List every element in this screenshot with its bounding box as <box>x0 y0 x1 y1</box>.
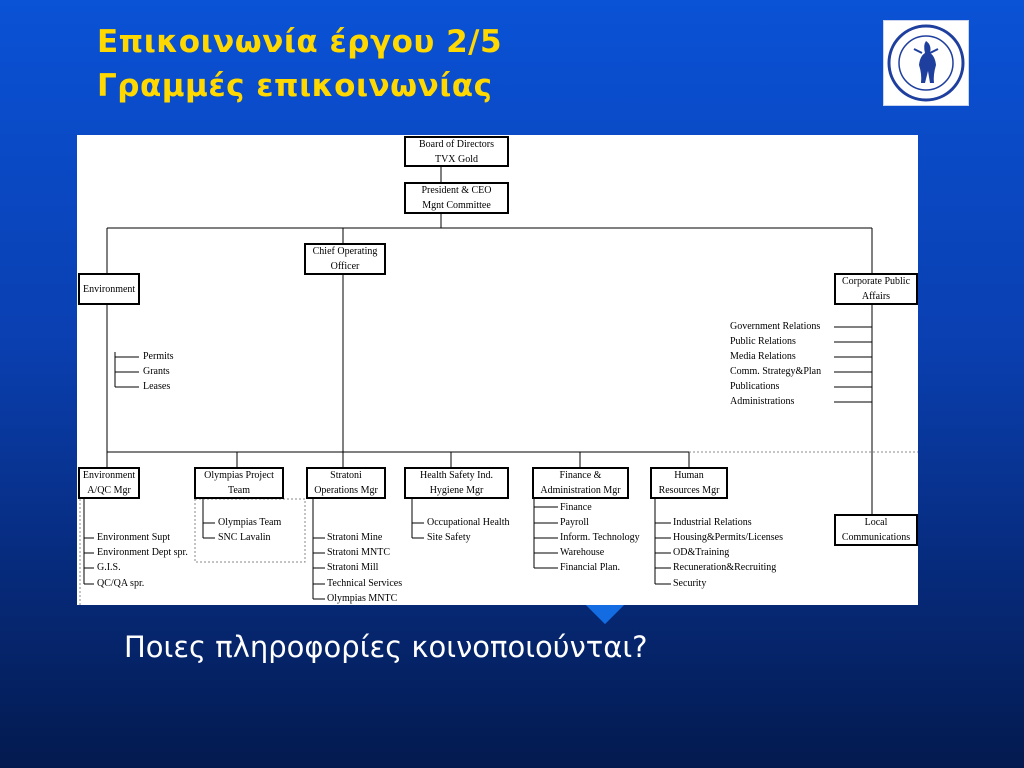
dept-2-line-2: Operations Mgr <box>314 485 378 496</box>
corp-item-comm-strategy: Comm. Strategy&Plan <box>730 366 822 377</box>
slide-title: Επικοινωνία έργου 2/5 Γραμμές επικοινωνί… <box>97 20 502 108</box>
corporate-line-1: Corporate Public <box>841 276 911 287</box>
dept-4-item-0: Finance <box>560 502 592 513</box>
title-line-2: Γραμμές επικοινωνίας <box>97 68 493 104</box>
box-environment: Environment <box>78 273 140 305</box>
env-item-grants: Grants <box>143 366 170 377</box>
corp-item-administrations: Administrations <box>730 396 795 407</box>
dept-2-item-1: Stratoni MNTC <box>327 547 391 558</box>
box-corporate-public-affairs: Corporate Public Affairs <box>834 273 918 305</box>
dept-0-item-1: Environment Dept spr. <box>97 547 188 558</box>
dept-3-line-2: Hygiene Mgr <box>429 485 484 496</box>
coo-line-1: Chief Operating <box>312 246 378 257</box>
box-coo: Chief Operating Officer <box>304 243 386 275</box>
dept-3-item-0: Occupational Health <box>427 517 510 528</box>
corp-item-media-relations: Media Relations <box>730 351 796 362</box>
dept-0-line-1: Environment <box>82 470 136 481</box>
environment-label: Environment <box>83 283 136 295</box>
dept-5-line-1: Human <box>674 470 704 481</box>
box-local-communications: Local Communications <box>834 514 918 546</box>
president-line-1: President & CEO <box>421 185 492 196</box>
university-seal-icon <box>883 20 969 106</box>
corp-item-public-relations: Public Relations <box>730 336 796 347</box>
dept-2-item-2: Stratoni Mill <box>327 562 379 573</box>
corp-item-publications: Publications <box>730 381 780 392</box>
dept-2-item-4: Olympias MNTC <box>327 593 398 604</box>
dept-3-line-1: Health Safety Ind. <box>419 470 494 481</box>
dept-0-item-3: QC/QA spr. <box>97 578 145 589</box>
dept-2-line-1: Stratoni <box>330 470 362 481</box>
dept-2-item-0: Stratoni Mine <box>327 532 383 543</box>
box-dept-health-safety: Health Safety Ind. Hygiene Mgr <box>404 467 509 499</box>
local-line-2: Communications <box>841 532 911 543</box>
dept-5-item-4: Security <box>673 578 707 589</box>
local-line-1: Local <box>864 517 888 528</box>
dept-4-item-2: Inform. Technology <box>560 532 640 543</box>
dept-5-item-0: Industrial Relations <box>673 517 752 528</box>
box-dept-finance-admin: Finance & Administration Mgr <box>532 467 629 499</box>
box-dept-stratoni: Stratoni Operations Mgr <box>306 467 386 499</box>
corporate-line-2: Affairs <box>861 291 891 302</box>
box-dept-environment-aqc: Environment A/QC Mgr <box>78 467 140 499</box>
dept-5-line-2: Resources Mgr <box>658 485 720 496</box>
coo-line-2: Officer <box>330 261 360 272</box>
dept-2-item-3: Technical Services <box>327 578 403 589</box>
box-dept-human-resources: Human Resources Mgr <box>650 467 728 499</box>
dept-5-item-3: Recuneration&Recruiting <box>673 562 777 573</box>
org-chart: Board of Directors TVX Gold President & … <box>77 135 918 605</box>
dept-4-item-1: Payroll <box>560 517 589 528</box>
box-dept-olympias-project: Olympias Project Team <box>194 467 284 499</box>
dept-0-item-2: G.I.S. <box>97 562 121 573</box>
slide-question: Ποιες πληροφορίες κοινοποιούνται? <box>124 630 648 664</box>
dept-4-line-1: Finance & <box>559 470 602 481</box>
dept-1-item-1: SNC Lavalin <box>218 532 271 543</box>
env-item-permits: Permits <box>143 351 174 362</box>
dept-1-item-0: Olympias Team <box>218 517 282 528</box>
dept-1-line-2: Team <box>227 485 251 496</box>
dept-4-item-3: Warehouse <box>560 547 605 558</box>
dept-5-item-1: Housing&Permits/Licenses <box>673 532 783 543</box>
box-board-of-directors: Board of Directors TVX Gold <box>404 136 509 167</box>
env-item-leases: Leases <box>143 381 171 392</box>
dept-5-item-2: OD&Training <box>673 547 730 558</box>
board-line-1: Board of Directors <box>419 138 494 150</box>
president-line-2: Mgnt Committee <box>422 200 491 211</box>
dept-1-line-1: Olympias Project <box>204 470 274 481</box>
dept-0-item-0: Environment Supt <box>97 532 171 543</box>
corp-item-government-relations: Government Relations <box>730 321 821 332</box>
board-line-2: TVX Gold <box>434 153 479 165</box>
box-president-ceo: President & CEO Mgnt Committee <box>404 182 509 214</box>
dept-0-line-2: A/QC Mgr <box>87 485 131 496</box>
dept-4-item-4: Financial Plan. <box>560 562 620 573</box>
org-chart-connectors <box>79 166 918 605</box>
dept-3-item-1: Site Safety <box>427 532 471 543</box>
title-line-1: Επικοινωνία έργου 2/5 <box>97 24 503 60</box>
dept-4-line-2: Administration Mgr <box>540 485 621 496</box>
